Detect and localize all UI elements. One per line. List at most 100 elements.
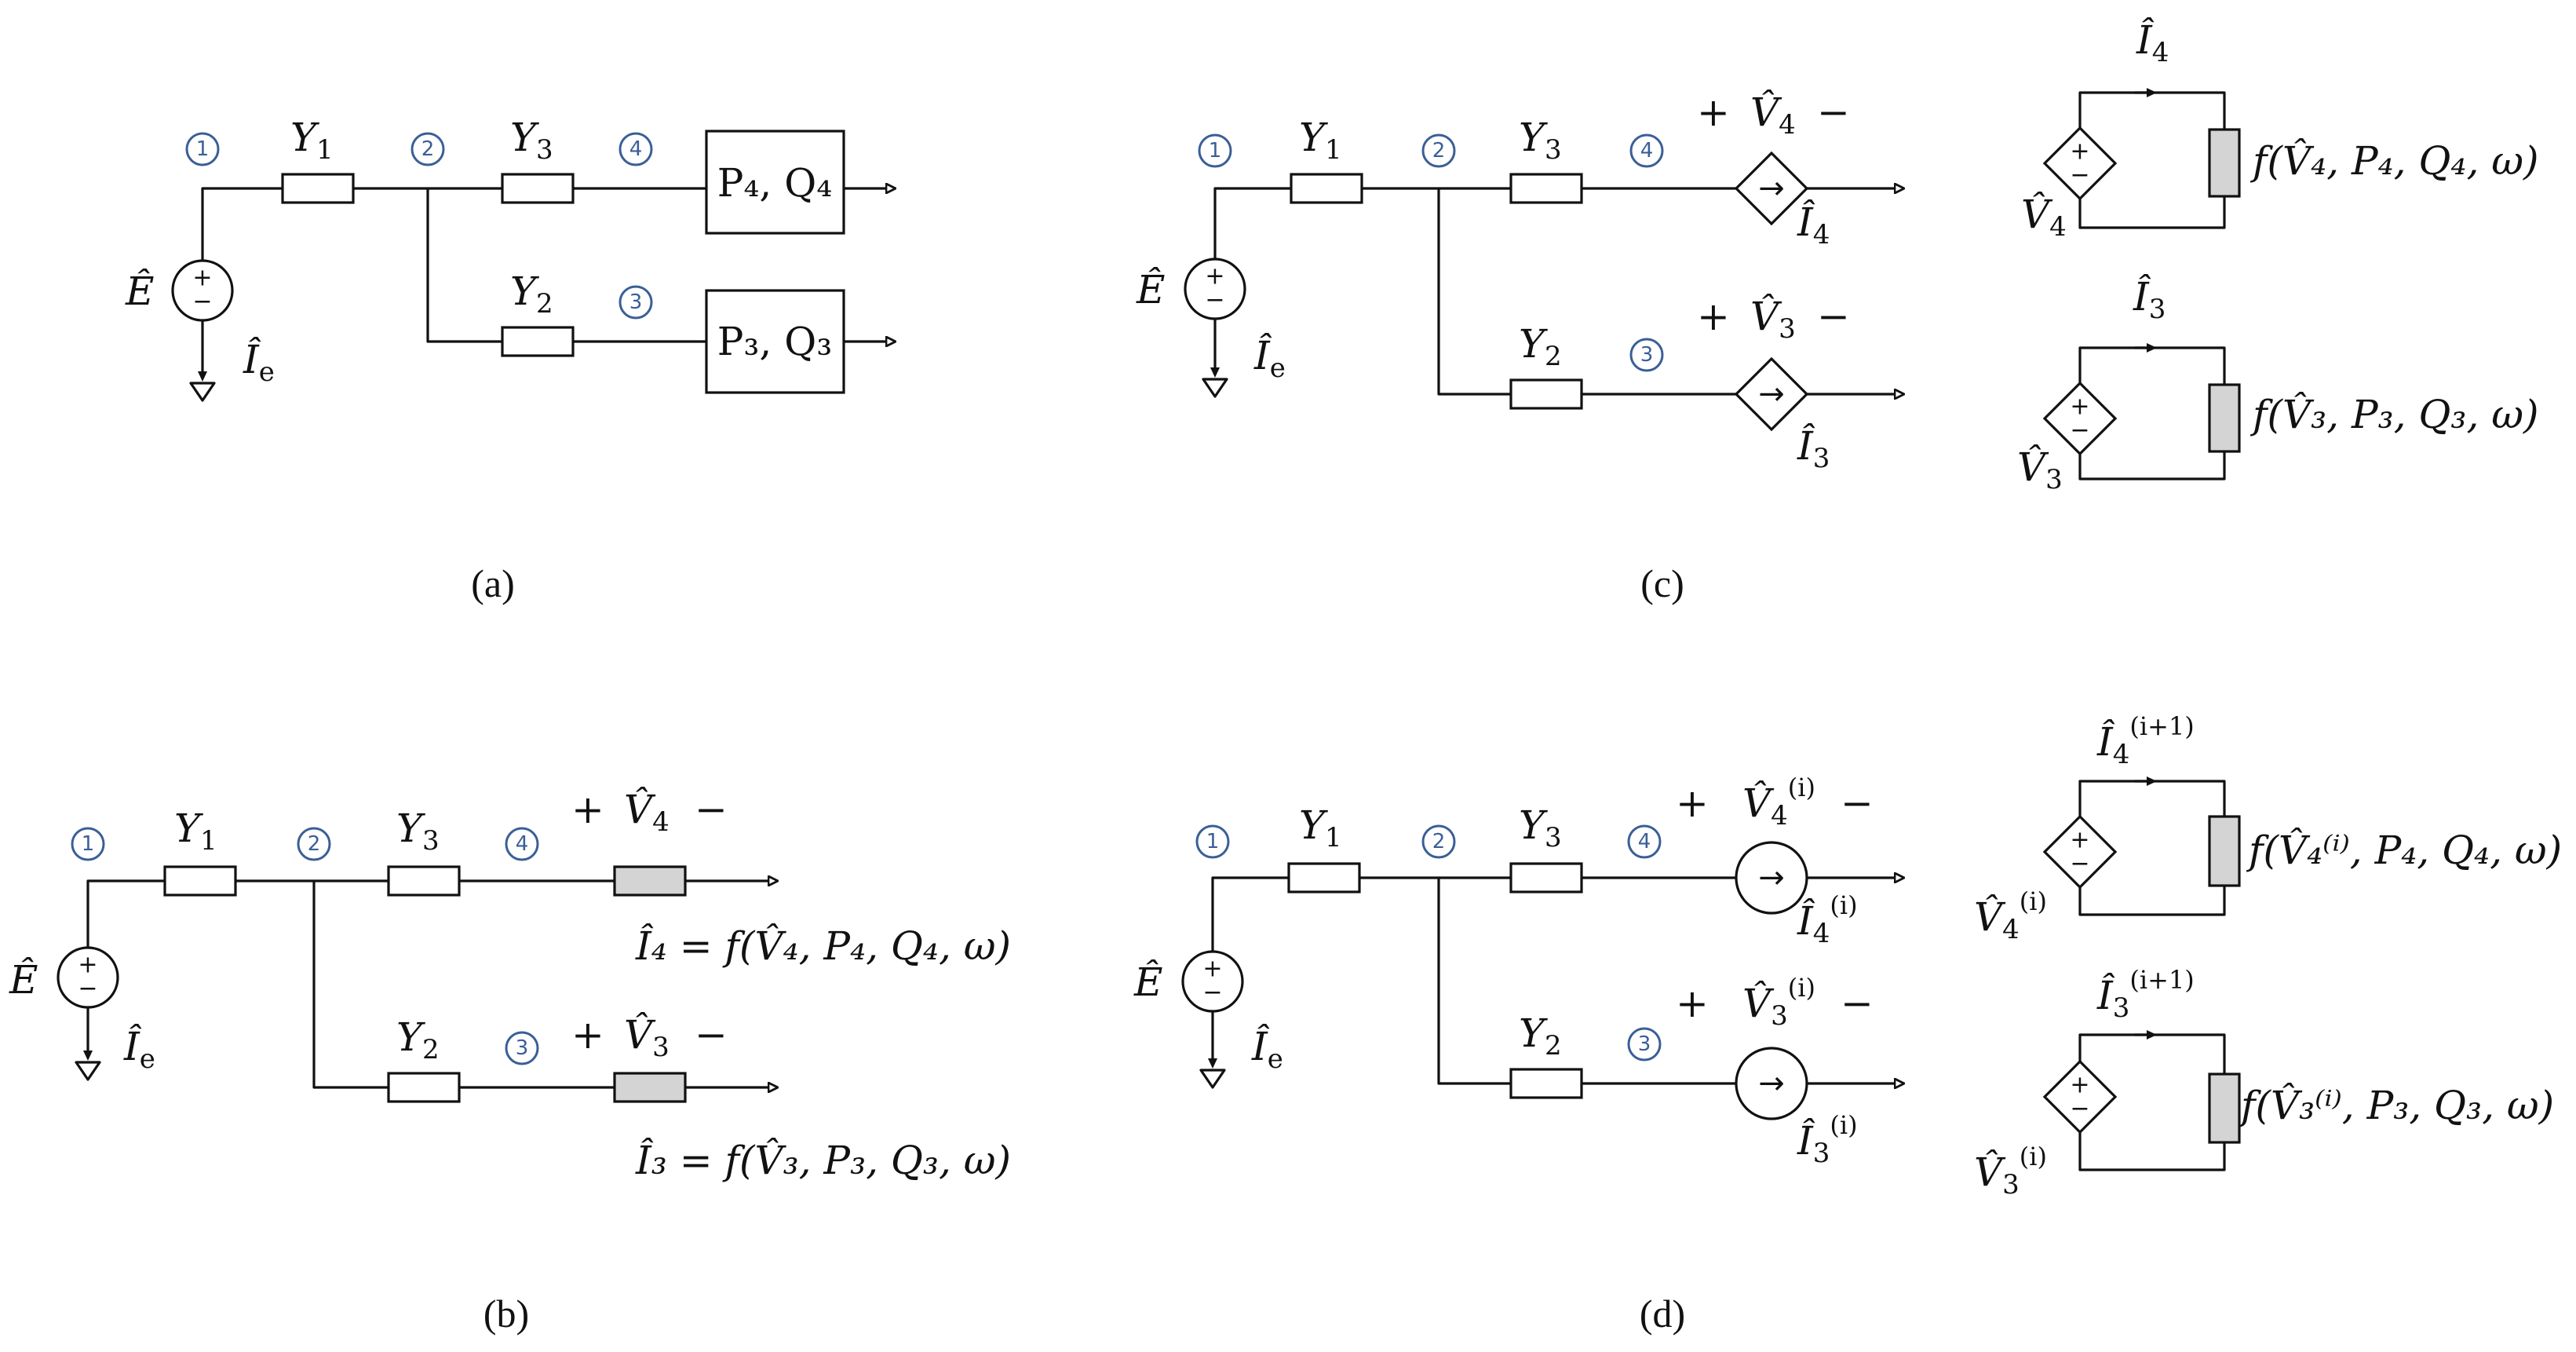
svg-text:3: 3 [1640, 343, 1654, 367]
source-minus-sign: − [78, 975, 97, 1003]
controlled-voltage-source-4 [2042, 126, 2118, 201]
svg-text:1: 1 [1206, 830, 1220, 853]
svg-text:+: + [1697, 294, 1730, 339]
panel-b-node-4: 4 [505, 827, 539, 861]
svg-text:1: 1 [1209, 139, 1222, 163]
svg-text:−: − [1817, 90, 1850, 135]
nonlinear-impedance-4 [2208, 815, 2241, 887]
admittance-Y3 [1509, 862, 1583, 893]
panel-d-node-3: 3 [1627, 1027, 1662, 1062]
source-plus-sign: + [78, 952, 97, 979]
admittance-Y2 [1509, 378, 1583, 410]
admittance-Y2 [387, 1072, 461, 1103]
svg-text:3: 3 [629, 290, 643, 314]
equation-I3: Î₃ = f(V̂₃, P₃, Q₃, ω) [635, 1137, 1011, 1183]
svg-text:−: − [2070, 162, 2089, 189]
side-label-V3: V̂3 [2017, 444, 2063, 495]
source-minus-sign: − [192, 288, 212, 316]
svg-text:+: + [571, 1012, 604, 1058]
admittance-Y1 [163, 865, 237, 897]
label-Y2: Y2 [510, 269, 553, 320]
side-label-V3: V̂3(i) [1974, 1142, 2047, 1200]
side-circuit-3: + − Î3 V̂3 f(V̂₃, P₃, Q₃, ω) [2017, 273, 2539, 495]
svg-text:−: − [1841, 780, 1874, 826]
nonlinear-impedance-3 [2208, 1072, 2241, 1144]
load-box-3 [705, 289, 845, 394]
panel-c-node-3: 3 [1629, 338, 1664, 372]
label-E: Ê [1136, 266, 1166, 312]
svg-text:V̂3: V̂3 [1750, 293, 1796, 345]
label-Y1: Y1 [1299, 802, 1342, 853]
side-label-I4: Î4 [2136, 16, 2169, 68]
svg-text:−: − [2070, 850, 2089, 878]
panel-b: + − 1 2 4 3 Y1 Y3 Y2 Ê Îe + V̂4 − + V̂3 … [9, 786, 1011, 1336]
label-Y3: Y3 [510, 115, 553, 166]
side-function-4: f(V̂₄⁽ⁱ⁾, P₄, Q₄, ω) [2246, 827, 2562, 873]
caption-b: (b) [483, 1292, 529, 1336]
admittance-Y1 [1287, 862, 1361, 893]
load-4-label: P₄, Q₄ [717, 160, 833, 206]
controlled-voltage-source-3 [2042, 1059, 2118, 1135]
side-label-V4: V̂4(i) [1974, 886, 2047, 945]
panel-c-node-1: 1 [1198, 133, 1232, 168]
dependent-current-source-4: → [1734, 151, 1809, 226]
label-I4: Î4(i) [1797, 890, 1858, 949]
panel-a: + − P₄, Q₄ P₃, Q₃ 1 2 4 3 Y1 Y3 Y2 Ê Îe … [125, 115, 895, 605]
label-Y3: Y3 [396, 806, 440, 857]
label-V4: + V̂4 − [1697, 89, 1850, 141]
svg-text:+: + [1676, 780, 1709, 826]
admittance-Y3 [1509, 173, 1583, 204]
panel-d-node-2: 2 [1421, 824, 1456, 859]
voltage-source-E [171, 259, 234, 322]
label-Y2: Y2 [1519, 1010, 1562, 1062]
label-Y2: Y2 [1519, 321, 1562, 372]
side-circuit-4: + − Î4 V̂4 f(V̂₄, P₄, Q₄, ω) [2021, 16, 2539, 243]
equation-I4: Î₄ = f(V̂₄, P₄, Q₄, ω) [635, 923, 1011, 969]
load-impedance-4 [613, 865, 687, 897]
nonlinear-impedance-4 [2208, 128, 2241, 198]
admittance-Y1 [1290, 173, 1363, 204]
svg-text:4: 4 [1638, 830, 1651, 853]
svg-text:−: − [1817, 294, 1850, 339]
panel-d-node-4: 4 [1627, 824, 1662, 859]
side-circuit-4-iterative: + − Î4(i+1) V̂4(i) f(V̂₄⁽ⁱ⁾, P₄, Q₄, ω) [1974, 711, 2562, 945]
svg-text:1: 1 [196, 137, 210, 161]
label-V3: + V̂3 − [571, 1011, 728, 1063]
label-Ie: Îe [1253, 332, 1286, 384]
source-minus-sign: − [1202, 979, 1222, 1007]
caption-c: (c) [1640, 561, 1684, 605]
svg-text:→: → [1758, 1065, 1785, 1102]
caption-d: (d) [1640, 1292, 1685, 1336]
svg-text:−: − [2070, 1095, 2089, 1123]
side-label-I4: Î4(i+1) [2096, 711, 2195, 770]
source-plus-sign: + [192, 265, 212, 292]
voltage-source-E [1184, 258, 1246, 320]
label-I4: Î4 [1797, 199, 1830, 250]
label-Ie: Îe [243, 336, 275, 388]
label-Y3: Y3 [1519, 802, 1562, 853]
svg-text:−: − [2070, 417, 2089, 444]
label-Ie: Îe [1251, 1023, 1283, 1075]
label-Y1: Y1 [1299, 115, 1342, 166]
voltage-source-E [1181, 950, 1244, 1013]
admittance-Y2 [501, 326, 575, 357]
panel-a-node-4: 4 [618, 132, 653, 166]
svg-text:−: − [1841, 981, 1874, 1026]
svg-text:V̂4: V̂4 [624, 786, 670, 838]
svg-text:→: → [1758, 376, 1785, 412]
svg-text:4: 4 [516, 832, 529, 856]
admittance-Y2 [1509, 1068, 1583, 1099]
svg-text:V̂3: V̂3 [624, 1011, 670, 1063]
svg-text:4: 4 [1640, 139, 1654, 163]
svg-text:+: + [2070, 138, 2089, 166]
svg-text:−: − [695, 1012, 728, 1058]
label-Ie: Îe [123, 1023, 155, 1075]
svg-text:−: − [695, 787, 728, 832]
label-E: Ê [1133, 959, 1163, 1005]
label-E: Ê [125, 268, 155, 314]
svg-text:→: → [1758, 860, 1785, 896]
dependent-current-source-3: → [1734, 356, 1809, 432]
svg-text:V̂3(i): V̂3(i) [1742, 973, 1815, 1032]
label-V4: + V̂4(i) − [1676, 773, 1874, 831]
